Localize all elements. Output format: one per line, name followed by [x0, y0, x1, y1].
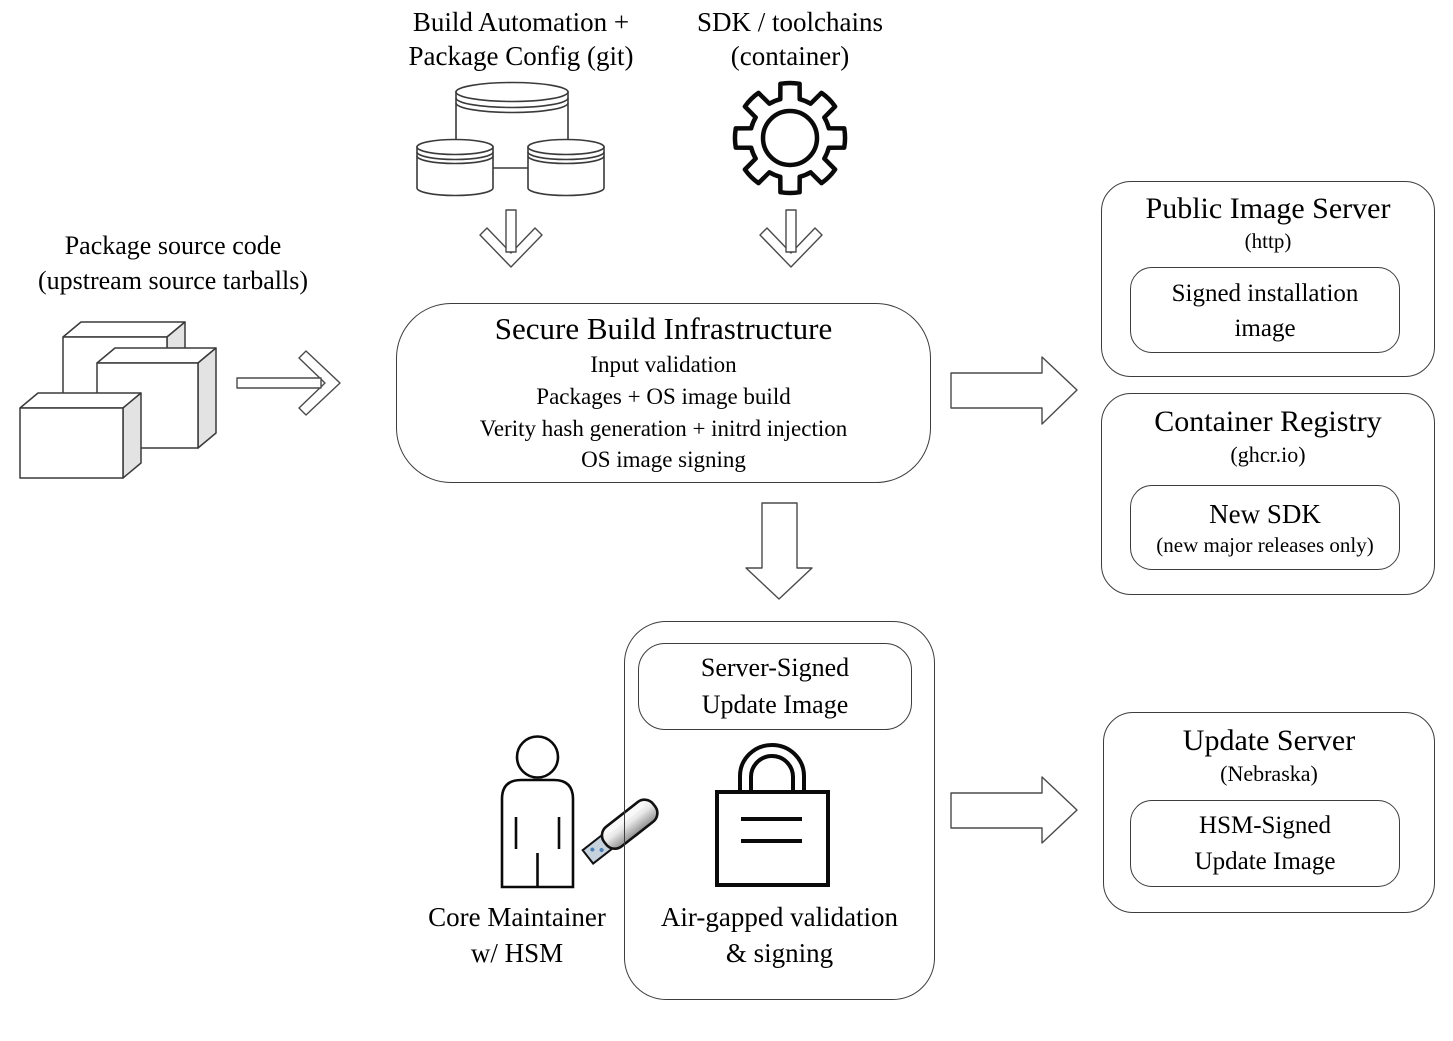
secure-build-item: OS image signing [581, 447, 746, 473]
gear-icon [732, 80, 848, 196]
air-gapped-caption-line2: & signing [725, 938, 834, 968]
down-arrow-git-to-build [479, 209, 543, 268]
server-signed-line2: Update Image [701, 690, 849, 719]
right-arrow-sources-to-build [236, 350, 341, 416]
container-registry-box [1101, 393, 1435, 595]
signed-installation-image-box [1130, 267, 1400, 353]
new-sdk-box [1130, 485, 1400, 570]
database-cluster-icon [416, 81, 605, 197]
package-boxes-icon [19, 321, 217, 479]
signed-installation-line1: Signed installation [1171, 280, 1359, 307]
padlock-icon [715, 743, 830, 887]
package-source-line1: Package source code [64, 231, 282, 260]
container-registry-title: Container Registry [1154, 405, 1382, 438]
core-maintainer-line2: w/ HSM [470, 938, 564, 968]
hsm-signed-update-image-box [1130, 800, 1400, 887]
core-maintainer-line1: Core Maintainer [428, 902, 606, 932]
signed-installation-line2: image [1234, 315, 1296, 342]
hsm-signed-line1: HSM-Signed [1199, 812, 1331, 839]
secure-build-box [396, 303, 931, 483]
public-image-server-box [1101, 181, 1435, 377]
update-server-header: Update Server (Nebraska) [1103, 722, 1435, 789]
build-automation-line1: Build Automation + [412, 7, 630, 37]
update-server-title: Update Server [1182, 724, 1356, 757]
new-sdk-line2: (new major releases only) [1156, 533, 1374, 557]
public-image-server-header: Public Image Server (http) [1101, 190, 1435, 255]
secure-build-item: Verity hash generation + initrd injectio… [479, 415, 848, 441]
package-source-line2: (upstream source tarballs) [37, 266, 308, 295]
server-signed-update-image-label: Server-Signed Update Image [638, 649, 912, 723]
signed-installation-image-label: Signed installation image [1130, 276, 1400, 346]
update-server-subtitle: (Nebraska) [1220, 761, 1318, 786]
core-maintainer-label: Core Maintainer w/ HSM [397, 899, 637, 971]
air-gapped-signing-box [624, 621, 935, 1000]
down-arrow-build-to-signing [745, 502, 813, 600]
package-source-label: Package source code (upstream source tar… [0, 228, 354, 298]
public-image-server-subtitle: (http) [1244, 229, 1292, 253]
secure-build-item: Input validation [590, 352, 737, 377]
build-automation-label: Build Automation + Package Config (git) [341, 5, 701, 73]
sdk-toolchains-line1: SDK / toolchains [697, 7, 883, 37]
sdk-toolchains-line2: (container) [730, 41, 850, 71]
container-registry-subtitle: (ghcr.io) [1230, 442, 1306, 467]
sdk-toolchains-label: SDK / toolchains (container) [610, 5, 970, 73]
down-arrow-sdk-to-build [759, 209, 823, 268]
container-registry-header: Container Registry (ghcr.io) [1101, 403, 1435, 470]
secure-build-item: Packages + OS image build [536, 383, 791, 409]
hsm-signed-line2: Update Image [1194, 848, 1336, 875]
usb-drive-icon [581, 798, 659, 865]
public-image-server-title: Public Image Server [1145, 192, 1391, 225]
person-icon [500, 735, 575, 889]
hsm-signed-update-image-label: HSM-Signed Update Image [1130, 808, 1400, 880]
right-arrow-build-to-servers [950, 356, 1078, 425]
secure-build-title: Secure Build Infrastructure [494, 311, 833, 346]
air-gapped-caption: Air-gapped validation & signing [624, 899, 935, 971]
new-sdk-label: New SDK (new major releases only) [1130, 498, 1400, 559]
new-sdk-line1: New SDK [1209, 499, 1321, 529]
update-server-box [1103, 712, 1435, 913]
air-gapped-caption-line1: Air-gapped validation [660, 902, 899, 932]
secure-build-content: Secure Build Infrastructure Input valida… [396, 309, 931, 476]
server-signed-update-image-box [638, 643, 912, 730]
build-automation-line2: Package Config (git) [408, 41, 634, 71]
server-signed-line1: Server-Signed [700, 653, 850, 682]
right-arrow-signing-to-update [950, 776, 1078, 844]
